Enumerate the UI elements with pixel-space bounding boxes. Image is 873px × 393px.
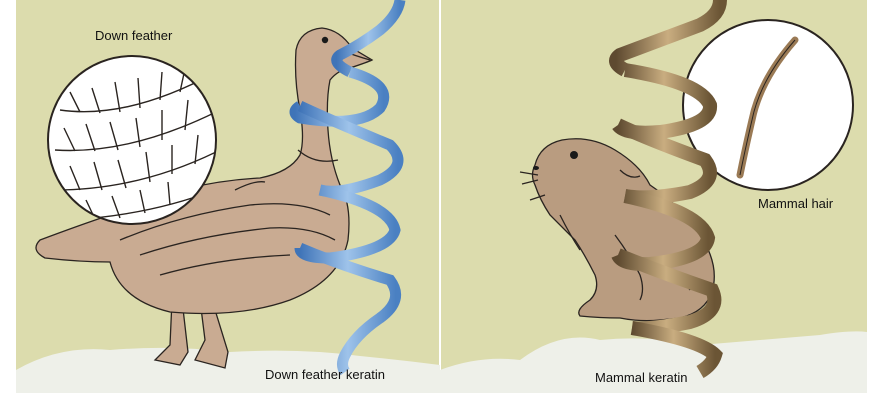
mammal-hair-label: Mammal hair [758, 196, 833, 211]
down-feather-keratin-label: Down feather keratin [265, 367, 385, 382]
prairie-dog-eye [570, 151, 578, 159]
goose-eye [322, 37, 328, 43]
down-feather-label: Down feather [95, 28, 172, 43]
mammal-keratin-label: Mammal keratin [595, 370, 687, 385]
